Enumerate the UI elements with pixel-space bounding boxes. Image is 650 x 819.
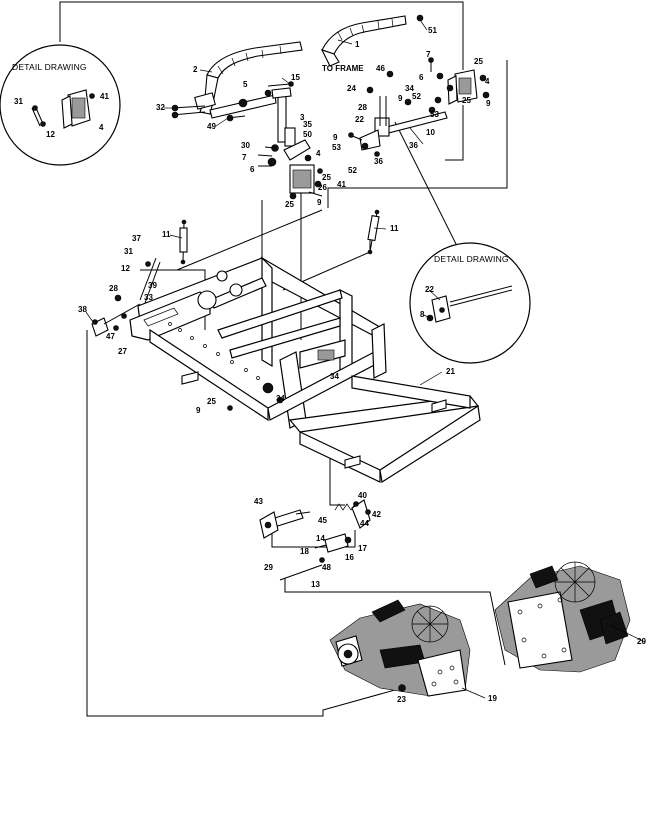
callout-25c: 25 — [322, 173, 331, 182]
callout-48: 48 — [322, 563, 331, 572]
callout-17: 17 — [358, 544, 367, 553]
callout-53b: 53 — [332, 143, 341, 152]
callout-16: 16 — [345, 553, 354, 562]
lower-linkage-assembly — [259, 499, 371, 581]
callout-45: 45 — [318, 516, 327, 525]
callout-5: 5 — [243, 80, 248, 89]
callout-39: 39 — [148, 281, 157, 290]
to-frame-label: TO FRAME — [322, 64, 364, 73]
callout-10: 10 — [426, 128, 435, 137]
detail-drawing-left — [0, 44, 121, 166]
callout-53: 53 — [430, 110, 439, 119]
callout-7b: 7 — [242, 153, 247, 162]
callout-18: 18 — [300, 547, 309, 556]
callout-34c: 34 — [276, 394, 285, 403]
callout-15: 15 — [291, 73, 300, 82]
callout-14: 14 — [316, 534, 325, 543]
callout-21: 21 — [446, 367, 455, 376]
main-frame — [129, 256, 481, 483]
callout-50: 50 — [303, 130, 312, 139]
callout-38: 38 — [78, 305, 87, 314]
callout-34: 34 — [405, 84, 414, 93]
callout-33: 33 — [144, 293, 153, 302]
gas-spring-left — [179, 219, 188, 265]
detail-drawing-right — [409, 242, 531, 364]
upper-left-linkage — [171, 81, 296, 147]
callout-22b: 22 — [425, 285, 434, 294]
callout-20: 20 — [637, 637, 646, 646]
callout-49: 49 — [207, 122, 216, 131]
callout-11b: 11 — [390, 224, 399, 233]
callout-43: 43 — [254, 497, 263, 506]
callout-7: 7 — [426, 50, 431, 59]
callout-46: 46 — [376, 64, 385, 73]
callout-28b: 28 — [358, 103, 367, 112]
callout-37: 37 — [132, 234, 141, 243]
callout-35: 35 — [303, 120, 312, 129]
callout-4b: 4 — [485, 77, 490, 86]
callout-12b: 12 — [121, 264, 130, 273]
upper-right-bracket — [416, 14, 490, 105]
callout-31: 31 — [14, 97, 23, 106]
left-linkage-rod — [91, 257, 161, 337]
callout-40: 40 — [358, 491, 367, 500]
callout-9c: 9 — [333, 133, 338, 142]
callout-4: 4 — [316, 149, 321, 158]
callout-8: 8 — [420, 310, 425, 319]
callout-19: 19 — [488, 694, 497, 703]
callout-30: 30 — [241, 141, 250, 150]
callout-6: 6 — [250, 165, 255, 174]
handle-bar-right — [320, 15, 407, 67]
callout-13: 13 — [311, 580, 320, 589]
callout-32: 32 — [156, 103, 165, 112]
callout-44: 44 — [360, 519, 369, 528]
callout-41b: 41 — [337, 180, 346, 189]
callout-9d: 9 — [317, 198, 322, 207]
callout-11: 11 — [162, 230, 171, 239]
detail-title-labels: DETAIL DRAWING DETAIL DRAWING TO FRAME — [12, 62, 509, 264]
callout-6b: 6 — [419, 73, 424, 82]
callout-42: 42 — [372, 510, 381, 519]
center-bracket-cluster — [257, 139, 323, 200]
callout-52b: 52 — [348, 166, 357, 175]
callout-31b: 31 — [124, 247, 133, 256]
callout-27: 27 — [118, 347, 127, 356]
callout-23: 23 — [397, 695, 406, 704]
callout-34b: 34 — [330, 372, 339, 381]
callout-24: 24 — [347, 84, 356, 93]
transaxle-left — [329, 599, 471, 697]
callout-36: 36 — [409, 141, 418, 150]
callout-2: 2 — [193, 65, 198, 74]
callout-25e: 25 — [207, 397, 216, 406]
callout-36b: 36 — [374, 157, 383, 166]
detail-drawing-title-right: DETAIL DRAWING — [434, 254, 509, 264]
callout-25d: 25 — [285, 200, 294, 209]
callout-51: 51 — [428, 26, 437, 35]
callout-52: 52 — [412, 92, 421, 101]
callout-26: 26 — [318, 183, 327, 192]
callout-28: 28 — [109, 284, 118, 293]
callout-25b: 25 — [462, 96, 471, 105]
callout-4c: 4 — [99, 123, 104, 132]
callout-9b: 9 — [486, 99, 491, 108]
gas-spring-right — [367, 209, 380, 255]
callout-41: 41 — [100, 92, 109, 101]
callout-47: 47 — [106, 332, 115, 341]
callout-12: 12 — [46, 130, 55, 139]
transaxle-right — [494, 561, 631, 673]
callout-22: 22 — [355, 115, 364, 124]
callout-leaders — [85, 19, 646, 699]
callout-3: 3 — [300, 113, 305, 122]
callout-1: 1 — [355, 40, 360, 49]
callout-25: 25 — [474, 57, 483, 66]
callout-29: 29 — [264, 563, 273, 572]
right-shaft-assembly — [348, 70, 448, 157]
callout-labels: 1 2 3 4 4 4 5 6 6 7 7 8 9 9 9 9 9 10 11 … — [14, 26, 646, 704]
callout-9: 9 — [398, 94, 403, 103]
detail-drawing-title-left: DETAIL DRAWING — [12, 62, 87, 72]
callout-9e: 9 — [196, 406, 201, 415]
